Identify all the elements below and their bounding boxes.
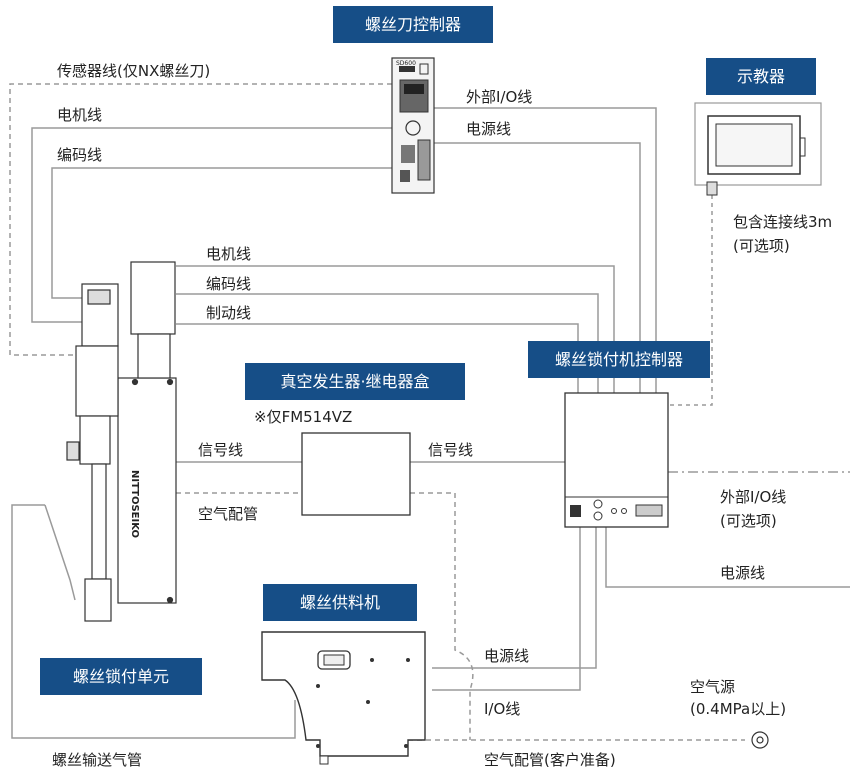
air-source-label-1: 空气源 — [690, 678, 736, 696]
connection-cable-label-2: (可选项) — [733, 237, 790, 255]
power-cable-right-label: 电源线 — [720, 564, 766, 582]
vacuum-relay-box-device — [301, 432, 411, 516]
air-piping-customer-label: 空气配管(客户准备) — [484, 751, 616, 769]
brand-vertical-mark: NITTOSEIKO — [129, 469, 141, 539]
screw-feed-air-tube-wire — [11, 504, 296, 739]
io-cable-wire — [432, 527, 581, 691]
fm514vz-note: ※仅FM514VZ — [254, 408, 353, 426]
motor-cable-wire — [31, 127, 392, 323]
air-piping-right-wire — [410, 492, 474, 740]
air-piping-label: 空气配管 — [198, 505, 259, 523]
sensor-cable-wire — [9, 83, 392, 356]
external-io-optional-label-2: (可选项) — [720, 512, 777, 530]
screw-tightening-controller-device — [564, 392, 669, 528]
encoder-cable-top-label: 编码线 — [57, 146, 103, 164]
screw-feeder-title: 螺丝供料机 — [263, 584, 417, 621]
screw-feed-air-tube-wire-end — [44, 504, 76, 601]
teach-pendant-title: 示教器 — [706, 58, 816, 95]
power-cable-right-wire — [605, 527, 850, 588]
external-io-wire — [433, 107, 657, 393]
teach-pendant-device — [694, 102, 822, 196]
connection-cable-label-1: 包含连接线3m — [733, 213, 833, 231]
signal-cable-left-label: 信号线 — [198, 441, 244, 459]
air-source-symbol — [751, 731, 769, 749]
air-source-label-2: (0.4MPa以上) — [690, 700, 787, 718]
motor-cable-mid-label: 电机线 — [206, 245, 252, 263]
power-cable-top-label: 电源线 — [466, 120, 512, 138]
teach-pendant-cable-wire — [667, 195, 713, 406]
io-cable-label: I/O线 — [484, 700, 521, 718]
encoder-cable-wire — [51, 167, 392, 299]
brake-cable-label: 制动线 — [206, 304, 252, 322]
power-cable-wire — [433, 142, 641, 393]
power-cable-feeder-wire — [432, 527, 597, 669]
power-cable-feeder-label: 电源线 — [484, 647, 530, 665]
screw-tightening-unit-title: 螺丝锁付单元 — [40, 658, 202, 695]
screw-driver-controller-device — [391, 57, 435, 194]
motor-cable-top-label: 电机线 — [57, 106, 103, 124]
controller-model-mark: SD600 — [396, 60, 416, 67]
external-io-optional-label-1: 外部I/O线 — [720, 488, 787, 506]
screw-feeder-device — [261, 631, 426, 765]
screw-driver-controller-title: 螺丝刀控制器 — [333, 6, 493, 43]
signal-cable-right-label: 信号线 — [428, 441, 474, 459]
encoder-cable-mid-label: 编码线 — [206, 275, 252, 293]
screw-tightening-unit-device — [66, 261, 177, 622]
screw-tightening-controller-title: 螺丝锁付机控制器 — [528, 341, 710, 378]
vacuum-relay-box-title: 真空发生器·继电器盒 — [245, 363, 465, 400]
screw-feed-air-tube-label: 螺丝输送气管 — [52, 751, 143, 769]
sensor-cable-label: 传感器线(仅NX螺丝刀) — [57, 62, 211, 80]
external-io-cable-label: 外部I/O线 — [466, 88, 533, 106]
